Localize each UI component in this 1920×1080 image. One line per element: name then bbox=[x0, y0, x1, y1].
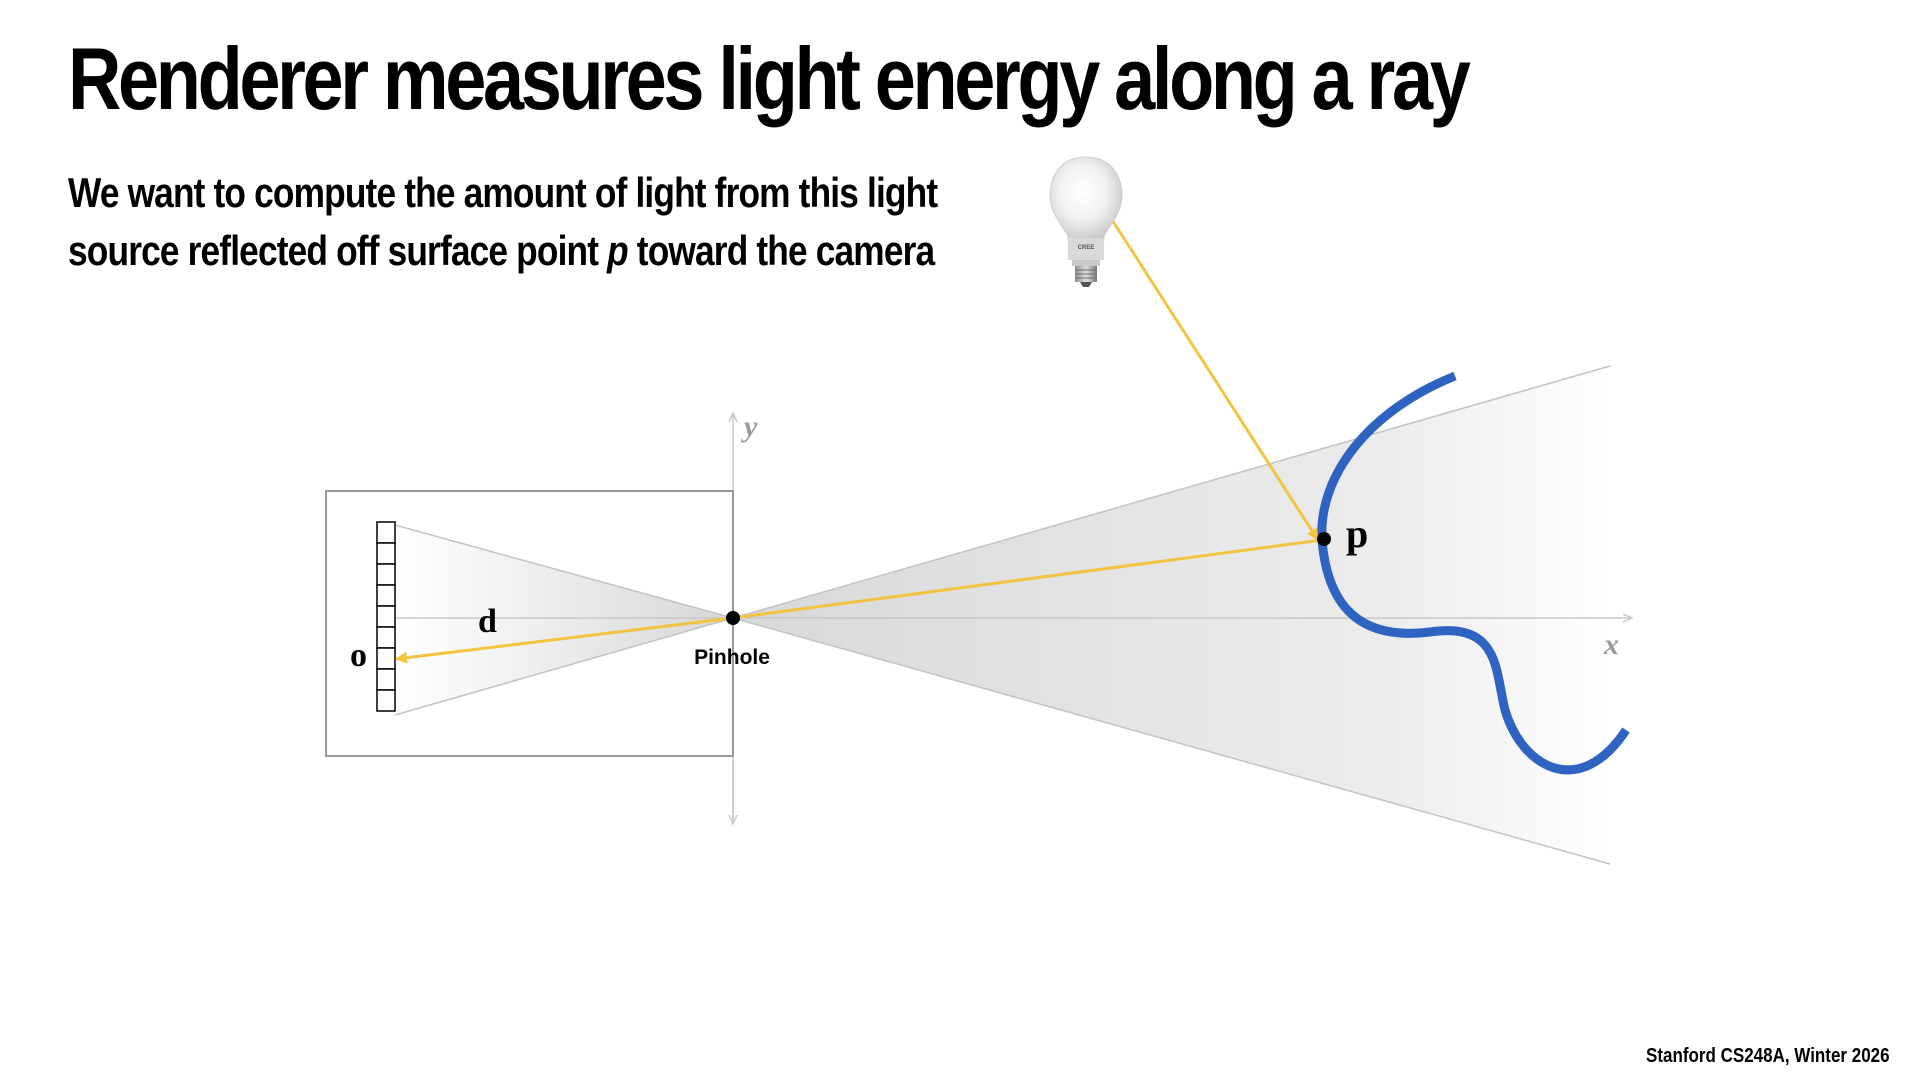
subtitle-line-1: We want to compute the amount of light f… bbox=[68, 169, 938, 216]
sensor-pixel bbox=[376, 563, 396, 586]
camera-ray-d bbox=[395, 616, 734, 664]
bulb-collar bbox=[1068, 238, 1104, 260]
sensor-pixel bbox=[376, 605, 396, 628]
x-axis-label: x bbox=[1603, 628, 1619, 661]
image-sensor bbox=[376, 521, 396, 712]
sensor-pixel bbox=[376, 689, 396, 712]
pinhole-label: Pinhole bbox=[694, 646, 770, 669]
bulb-glass bbox=[1049, 156, 1123, 241]
subtitle-line-2-start: source reflected off surface point bbox=[68, 227, 608, 274]
origin-label: o bbox=[350, 637, 367, 674]
bulb-tip bbox=[1080, 282, 1092, 287]
sensor-pixel bbox=[376, 647, 396, 670]
y-axis-label: y bbox=[741, 410, 758, 443]
bulb-brand-label: CREE bbox=[1078, 245, 1095, 251]
inner-edge-top bbox=[394, 524, 734, 619]
point-p-label: p bbox=[1346, 511, 1368, 556]
sensor-pixel bbox=[376, 521, 396, 544]
view-frustum-outer bbox=[733, 366, 1610, 864]
direction-label: d bbox=[478, 603, 497, 640]
subtitle-line-2: source reflected off surface point p tow… bbox=[68, 222, 937, 280]
sensor-pixel bbox=[376, 626, 396, 649]
subtitle-var-p: p bbox=[607, 227, 629, 274]
pinhole-point bbox=[726, 611, 740, 625]
frustum-edge-bottom bbox=[732, 617, 1611, 865]
sensor-pixel bbox=[376, 668, 396, 691]
course-footer: Stanford CS248A, Winter 2026 bbox=[1646, 1045, 1890, 1067]
slide-subtitle: We want to compute the amount of light f… bbox=[68, 164, 938, 280]
reflected-ray bbox=[732, 538, 1323, 620]
frustum-edge-top bbox=[732, 365, 1611, 619]
surface-curve bbox=[1317, 371, 1630, 775]
bulb-neck bbox=[1072, 260, 1100, 266]
light-ray bbox=[1105, 211, 1320, 541]
slide-title: Renderer measures light energy along a r… bbox=[68, 29, 1471, 128]
inner-edge-bottom bbox=[394, 617, 734, 716]
sensor-pixel bbox=[376, 584, 396, 607]
surface-point-p bbox=[1317, 532, 1331, 546]
view-frustum-inner bbox=[395, 525, 733, 715]
sensor-pixel bbox=[376, 542, 396, 565]
subtitle-line-2-end: toward the camera bbox=[627, 227, 935, 274]
light-bulb-icon: CREE bbox=[1049, 156, 1123, 287]
